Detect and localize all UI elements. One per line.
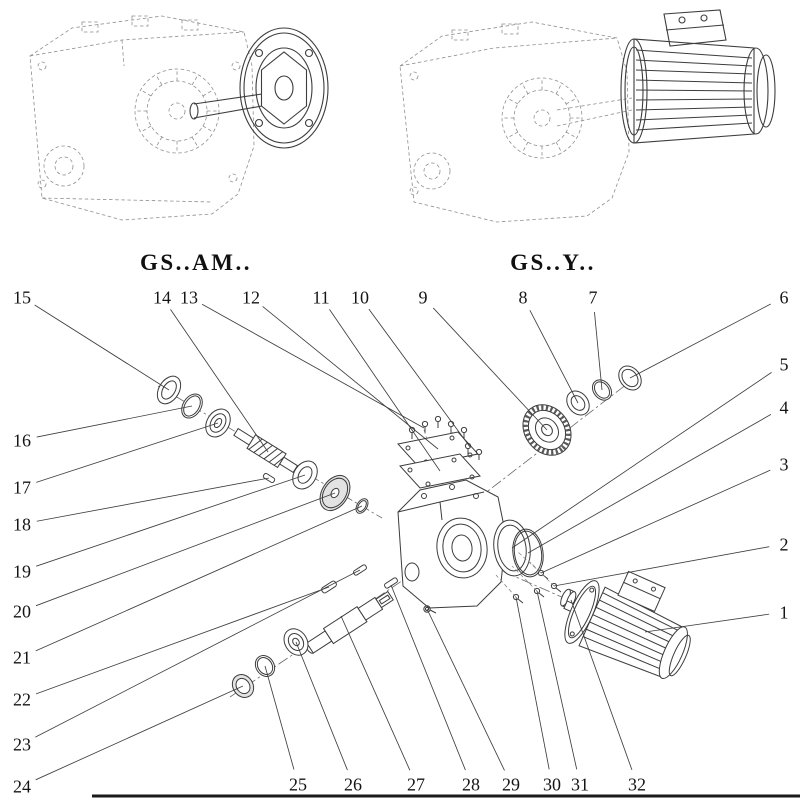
callout-number-1: 1 [780,602,789,622]
callout-number-27: 27 [407,774,425,794]
gear-hatch-ticks [502,78,582,158]
callout-number-9: 9 [419,287,428,307]
motor-assembled [620,9,776,144]
callout-number-4: 4 [780,397,789,417]
leader-line-25 [264,665,295,770]
figure-label-left: GS..AM.. [140,250,252,275]
callout-number-13: 13 [180,287,198,307]
leader-line-3 [540,469,771,574]
o-ring-4 [512,528,544,578]
vent-screws-10 [464,442,483,460]
motor-fins [635,49,753,131]
callout-number-16: 16 [13,430,31,450]
leader-line-27 [340,615,411,771]
callout-number-26: 26 [344,774,362,794]
leader-line-4 [527,414,772,554]
output-shaft-27 [305,590,394,654]
callout-number-12: 12 [242,287,260,307]
leader-line-22 [35,586,330,695]
output-flange [189,27,329,149]
callout-number-24: 24 [13,776,31,796]
leader-line-21 [35,505,363,652]
leader-line-23 [35,569,361,738]
callout-number-23: 23 [13,734,31,754]
leader-line-18 [36,477,270,522]
figure-gs-y [399,9,776,223]
callout-number-31: 31 [571,774,589,794]
callout-number-21: 21 [13,647,31,667]
callout-number-25: 25 [289,774,307,794]
leader-line-24 [35,685,244,781]
leader-line-1 [644,613,770,633]
leader-line-10 [368,308,471,448]
figure-gs-am [29,15,329,221]
leader-line-30 [515,596,550,770]
callout-number-8: 8 [519,287,528,307]
leader-line-17 [36,422,219,483]
flange-screws [495,551,562,604]
leader-line-5 [511,372,772,549]
leader-line-11 [329,309,441,472]
leader-line-13 [201,303,425,429]
leader-line-32 [570,599,633,771]
gearbox-housing [397,479,507,609]
callout-number-28: 28 [462,774,480,794]
callout-number-14: 14 [153,287,171,307]
leader-line-6 [629,303,771,379]
leader-line-12 [262,306,439,450]
gear-axis-line [457,373,641,515]
figure-label-right: GS..Y.. [510,250,596,275]
callout-number-5: 5 [780,354,789,374]
callout-number-10: 10 [351,287,369,307]
callout-number-3: 3 [780,454,789,474]
leader-line-14 [170,309,269,453]
callout-number-2: 2 [780,534,789,554]
side-cover-5 [493,519,531,577]
exploded-view [156,365,691,698]
leader-line-29 [426,608,505,771]
callout-number-18: 18 [13,514,31,534]
screw-29 [423,605,437,614]
leader-line-8 [529,310,579,404]
leader-line-9 [432,307,548,431]
leader-line-20 [35,492,336,607]
callout-number-20: 20 [13,601,31,621]
key-28 [384,577,398,589]
callout-number-6: 6 [780,287,789,307]
callout-number-11: 11 [312,287,329,307]
callout-number-22: 22 [13,689,31,709]
leader-line-31 [536,590,578,770]
callout-number-30: 30 [543,774,561,794]
callout-number-19: 19 [13,561,31,581]
callout-number-7: 7 [589,287,598,307]
leader-line-28 [390,584,466,771]
callout-number-15: 15 [13,287,31,307]
callout-number-17: 17 [13,477,31,497]
leader-line-19 [36,474,306,567]
leader-line-2 [553,546,770,587]
leader-line-26 [295,641,348,771]
gear-hatch-ticks [135,69,219,153]
motor-exploded [563,570,691,680]
callout-number-32: 32 [628,774,646,794]
callout-number-29: 29 [502,774,520,794]
leader-line-7 [594,311,603,391]
leader-line-15 [34,304,170,391]
cover-screws-13 [408,415,468,439]
leader-line-16 [36,405,193,438]
